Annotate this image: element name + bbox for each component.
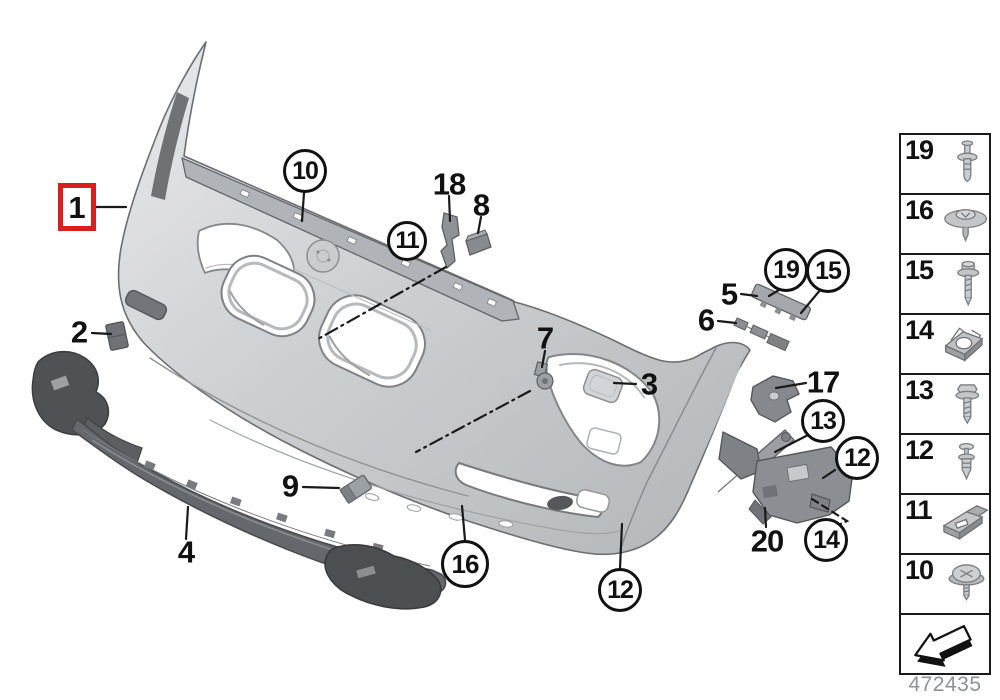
kidney-grille-left (220, 254, 316, 338)
callout-16[interactable]: 16 (441, 540, 489, 588)
legend-row-14[interactable]: 14 (901, 315, 989, 375)
left-washer-slot (124, 289, 168, 321)
callout-2[interactable]: 2 (70, 314, 88, 350)
callout-8[interactable]: 8 (472, 187, 490, 223)
callout-5[interactable]: 5 (720, 276, 738, 312)
direction-arrow-icon (914, 625, 973, 667)
legend-row-12[interactable]: 12 (901, 435, 989, 495)
callout-7[interactable]: 7 (536, 320, 554, 356)
callout-9[interactable]: 9 (281, 468, 299, 504)
legend-part-number: 16 (905, 195, 934, 225)
callout-4[interactable]: 4 (177, 534, 195, 570)
legend-part-number: 19 (905, 135, 934, 165)
strip-part-5 (751, 283, 811, 322)
support-bracket-part-18 (440, 212, 460, 270)
emblem-boss (306, 239, 340, 273)
pan-head-screw-icon (948, 564, 985, 601)
legend-row-10[interactable]: 10 (901, 555, 989, 615)
towing-eye-cover-part-3 (582, 368, 624, 404)
legend-part-number: 13 (905, 375, 934, 405)
callout-17[interactable]: 17 (806, 364, 840, 400)
legend-row-13[interactable]: 13 (901, 375, 989, 435)
expanding-rivet-icon (958, 442, 975, 481)
callout-19[interactable]: 19 (764, 248, 808, 292)
lower-intake-opening (454, 462, 604, 518)
torx-screw-icon (957, 260, 980, 307)
callout-14[interactable]: 14 (804, 518, 848, 562)
callout-13[interactable]: 13 (801, 399, 845, 443)
callout-1-highlighted[interactable]: 1 (58, 183, 96, 231)
hardware-set-part-6 (733, 317, 790, 352)
legend-row-15[interactable]: 15 (901, 255, 989, 315)
legend-part-number: 12 (905, 435, 934, 465)
callout-6[interactable]: 6 (697, 302, 715, 338)
callout-18[interactable]: 18 (432, 166, 466, 202)
clip-nut-icon (942, 505, 989, 540)
legend-row-16[interactable]: 16 (901, 195, 989, 255)
cage-nut-icon (944, 327, 984, 362)
legend-row-11[interactable]: 11 (901, 495, 989, 555)
hex-screw-icon (955, 384, 980, 425)
kidney-grille-right (318, 294, 426, 388)
washer-screw-icon (944, 209, 988, 243)
blind-rivet-icon (957, 140, 978, 183)
cover-clip-part-2 (105, 321, 129, 351)
side-bracket-assembly-part-20 (717, 429, 854, 525)
wedge-part-8 (465, 229, 492, 256)
callout-20[interactable]: 20 (750, 523, 784, 559)
top-rail (181, 157, 520, 322)
guide-clip-part-9 (339, 474, 372, 505)
callout-3[interactable]: 3 (640, 366, 658, 402)
callout-12-bottom[interactable]: 12 (598, 568, 642, 612)
washer-cover-recess (586, 427, 622, 455)
legend-row-19[interactable]: 19 (901, 135, 989, 195)
lower-trim-part (31, 350, 447, 610)
legend-part-number: 14 (905, 315, 934, 345)
legend-part-number: 11 (905, 495, 933, 525)
diagram-number: 472435 (908, 673, 982, 696)
bumper-cover-part (117, 41, 751, 556)
legend-part-number: 10 (905, 555, 934, 585)
callout-15[interactable]: 15 (806, 249, 850, 293)
bracket-part-17 (750, 375, 800, 423)
fastener-legend: 19 16 (899, 133, 991, 675)
legend-part-number: 15 (905, 255, 934, 285)
callout-10[interactable]: 10 (283, 149, 327, 193)
callout-12-right[interactable]: 12 (835, 436, 879, 480)
fog-slot-recess (576, 489, 610, 513)
legend-direction-cell[interactable] (901, 615, 989, 673)
callout-11[interactable]: 11 (387, 221, 427, 261)
